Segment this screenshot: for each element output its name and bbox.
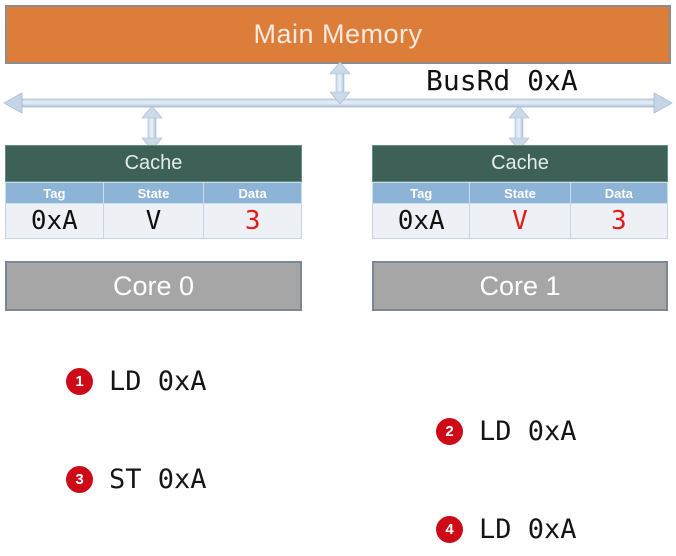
- bus-cache0-connector: [141, 105, 163, 151]
- cache1-data: 3: [569, 203, 669, 239]
- cache0-tag: 0xA: [5, 203, 104, 239]
- cache-table-1: Tag State Data 0xA V 3: [371, 182, 669, 239]
- step-text-1: LD 0xA: [109, 366, 207, 397]
- cache1-tag: 0xA: [371, 203, 471, 239]
- cache0-state: V: [102, 203, 205, 239]
- main-memory-block: Main Memory: [5, 5, 671, 64]
- column-header-state: State: [469, 182, 571, 204]
- cache-block-1: Cache Tag State Data 0xA V 3: [371, 145, 669, 239]
- bus-transaction-label: BusRd 0xA: [426, 64, 578, 97]
- core-label-1: Core 1: [479, 270, 561, 301]
- step-item-2: 2 LD 0xA: [436, 416, 577, 447]
- core-block-0: Core 0: [5, 261, 302, 311]
- column-header-data: Data: [203, 182, 302, 204]
- step-text-4: LD 0xA: [479, 514, 577, 545]
- cache1-state: V: [469, 203, 571, 239]
- step-text-2: LD 0xA: [479, 416, 577, 447]
- column-header-state: State: [102, 182, 205, 204]
- memory-bus-connector: [329, 61, 351, 105]
- step-text-3: ST 0xA: [109, 464, 207, 495]
- column-header-tag: Tag: [371, 182, 471, 204]
- cache0-data: 3: [203, 203, 302, 239]
- step-badge-1: 1: [66, 368, 93, 395]
- table-row: 0xA V 3: [371, 203, 669, 239]
- cache-title-0: Cache: [5, 145, 302, 182]
- step-badge-4: 4: [436, 516, 463, 543]
- bus-cache1-connector: [508, 105, 530, 151]
- table-row: 0xA V 3: [5, 203, 302, 239]
- step-item-1: 1 LD 0xA: [66, 366, 207, 397]
- step-item-3: 3 ST 0xA: [66, 464, 207, 495]
- column-header-tag: Tag: [5, 182, 104, 204]
- cache-block-0: Cache Tag State Data 0xA V 3: [5, 145, 302, 239]
- core-block-1: Core 1: [372, 261, 668, 311]
- cache-header-row: Tag State Data: [5, 182, 302, 204]
- step-item-4: 4 LD 0xA: [436, 514, 577, 545]
- cache-header-row: Tag State Data: [371, 182, 669, 204]
- core-label-0: Core 0: [112, 270, 195, 301]
- step-badge-2: 2: [436, 418, 463, 445]
- bus-interconnect: [3, 61, 673, 151]
- cache-table-0: Tag State Data 0xA V 3: [5, 182, 302, 239]
- cache-title-1: Cache: [372, 145, 668, 182]
- column-header-data: Data: [569, 182, 669, 204]
- step-badge-3: 3: [66, 466, 93, 493]
- main-memory-label: Main Memory: [253, 19, 423, 49]
